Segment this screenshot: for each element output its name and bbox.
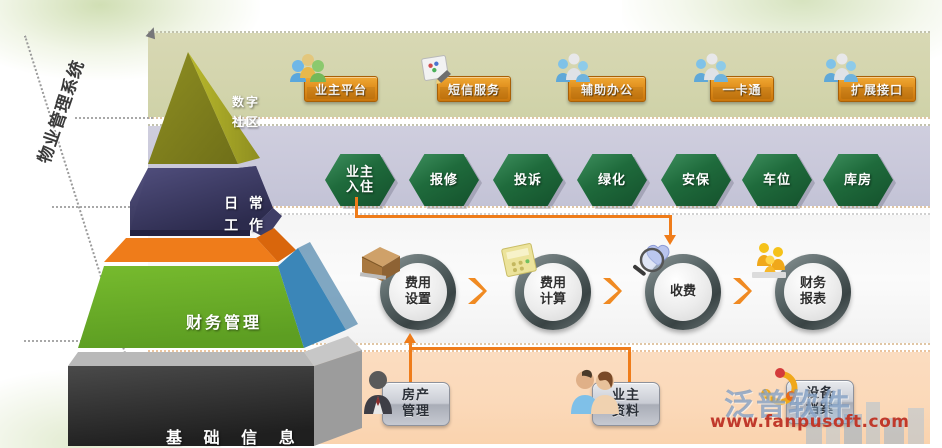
chevron-right-icon [603, 278, 622, 304]
ring-label-financial-report: 财务报表 [799, 276, 826, 307]
connector-line-vertical [355, 197, 358, 217]
watermark-url: www.fanpusoft.com [710, 412, 910, 432]
hexagon-security[interactable]: 安保 [661, 154, 731, 206]
hexagon-complaint[interactable]: 投诉 [493, 154, 563, 206]
ring-label-fee-setup: 费用设置 [404, 276, 431, 307]
button-owner-information[interactable]: 业主资料 [592, 382, 660, 426]
ring-label-charging: 收费 [669, 284, 696, 299]
connector-arrow-up-icon [404, 333, 416, 343]
hexagon-greening[interactable]: 绿化 [577, 154, 647, 206]
hexagon-parking[interactable]: 车位 [742, 154, 812, 206]
button-sms-service[interactable]: 短信服务 [437, 76, 511, 102]
ring-financial-report[interactable] [775, 254, 851, 330]
connector-line-horizontal [409, 347, 631, 350]
axis-tick-2 [52, 206, 154, 208]
connector-line-horizontal [355, 215, 672, 218]
hexagon-owner-checkin[interactable]: 业主入住 [325, 154, 395, 206]
connector-arrow-down-icon [664, 235, 676, 245]
city-skyline-icon [806, 396, 924, 444]
connector-line-vertical [669, 215, 672, 237]
button-all-in-one-card[interactable]: 一卡通 [710, 76, 774, 102]
button-owner-platform[interactable]: 业主平台 [304, 76, 378, 102]
watermark: 泛普软件 www.fanpusoft.com [704, 376, 936, 444]
connector-line-vertical [409, 343, 412, 383]
button-property-management[interactable]: 房产管理 [382, 382, 450, 426]
button-auxiliary-office[interactable]: 辅助办公 [568, 76, 646, 102]
pyramid-graphic: 数字社区 日 常工 作 财务管理 基 础 信 息 [60, 30, 370, 448]
chevron-right-icon [733, 278, 752, 304]
band-digital-community [148, 31, 930, 119]
tier-label-financial-management: 财务管理 [186, 313, 263, 332]
hexagon-warehouse[interactable]: 库房 [823, 154, 893, 206]
button-extension-interface[interactable]: 扩展接口 [838, 76, 916, 102]
tier-label-digital-community: 数字社区 [231, 95, 260, 129]
tier-label-daily-work: 日 常工 作 [224, 196, 266, 234]
hexagon-repair[interactable]: 报修 [409, 154, 479, 206]
connector-line-vertical [628, 347, 631, 385]
chevron-right-icon [468, 278, 487, 304]
ring-label-fee-calculation: 费用计算 [539, 276, 566, 307]
tier-label-basic-information: 基 础 信 息 [166, 428, 303, 447]
ring-fee-setup[interactable] [380, 254, 456, 330]
axis-tick-1 [75, 117, 153, 119]
